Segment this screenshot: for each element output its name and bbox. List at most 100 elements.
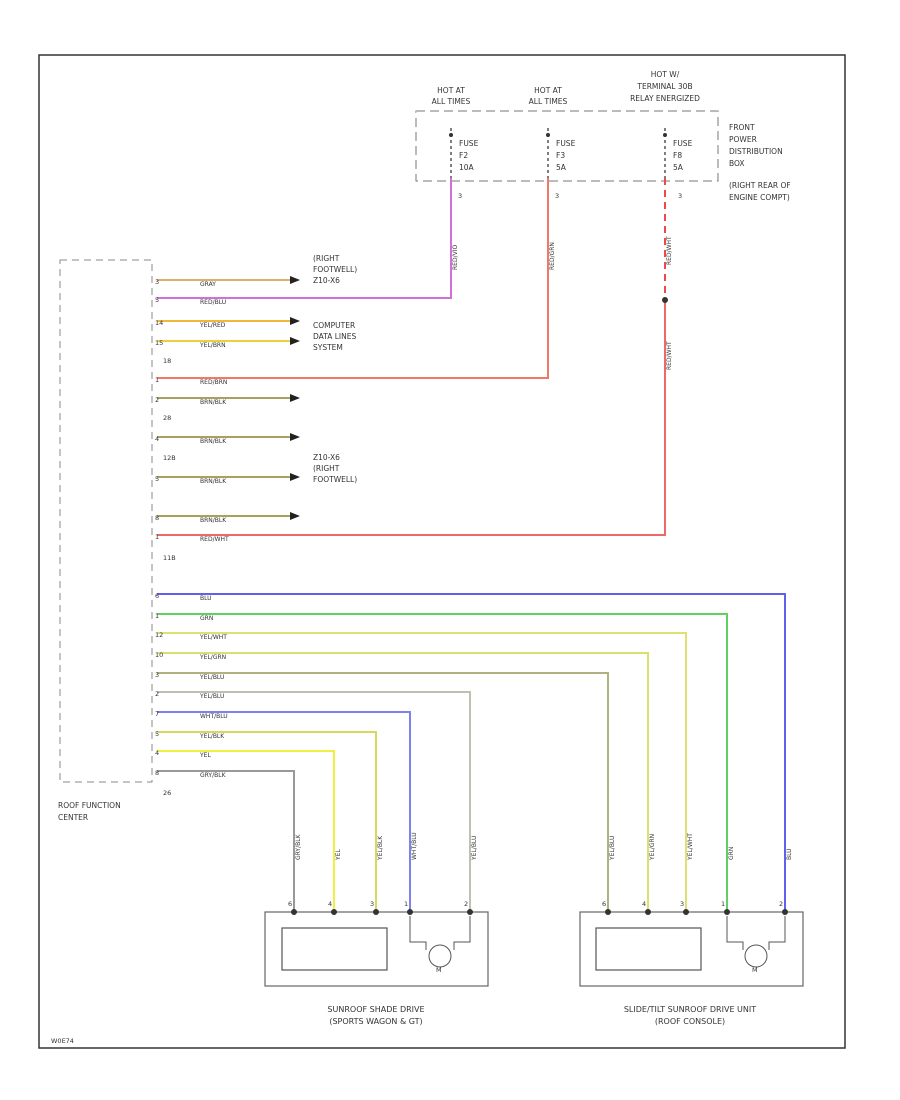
- fuse-f8-terminal: [663, 133, 667, 137]
- lower-wire-label: WHT/BLU: [200, 713, 228, 720]
- shade-pin: 3: [370, 900, 374, 908]
- upper-wire-label: BRN/BLK: [200, 478, 227, 485]
- roof-function-center: [59, 259, 153, 783]
- wire-yel-blk: [157, 731, 377, 912]
- lower-wire-label: YEL/BLK: [199, 733, 225, 740]
- shade-pin: 1: [404, 900, 408, 908]
- wire-red-wht-feed: [157, 300, 666, 536]
- lower-wire-label: YEL/WHT: [199, 634, 227, 641]
- ref-right-footwell-line2: FOOTWELL): [313, 265, 357, 274]
- upper-pin: 14: [155, 319, 163, 327]
- upper-pin: 3: [155, 278, 159, 286]
- wire-yel-grn: [157, 652, 649, 912]
- tilt-pin: 3: [680, 900, 684, 908]
- ref-right-footwell-line1: (RIGHT: [313, 254, 340, 263]
- ref-computer-data-line2: DATA LINES: [313, 332, 356, 341]
- tilt-wire-label: YEL/GRN: [649, 834, 656, 861]
- upper-pin: 5: [155, 475, 159, 483]
- shade-wire-label: WHT/BLU: [411, 832, 418, 860]
- wire-blu: [157, 593, 786, 912]
- tilt-drive-motor: [744, 944, 768, 968]
- upper-pin: 15: [155, 339, 163, 347]
- hot-label-2-line1: HOT AT: [534, 86, 562, 95]
- tilt-drive-motor-circuit-2: [768, 916, 786, 950]
- fuse-f3-pin: 3: [555, 192, 559, 200]
- shade-pin: 6: [288, 900, 292, 908]
- shade-drive-wire-labels: GRY/BLK YEL YEL/BLK WHT/BLU YEL/BLU: [295, 832, 478, 861]
- hot-label-3-line1: HOT W/: [651, 70, 680, 79]
- tilt-drive-name-line1: SLIDE/TILT SUNROOF DRIVE UNIT: [624, 1005, 756, 1014]
- upper-wire-label: BRN/BLK: [200, 517, 227, 524]
- shade-wire-label: GRY/BLK: [295, 833, 302, 860]
- lower-bus-wires: [157, 593, 786, 912]
- upper-wire-label: BRN/BLK: [200, 399, 227, 406]
- lower-pin: 4: [155, 749, 159, 757]
- ref-z10-x6-line2: (RIGHT: [313, 464, 340, 473]
- sunroof-shade-drive: M 6 4 3 1 2 SUNROOF SHADE DRIVE (SPORTS …: [264, 900, 489, 1026]
- connector-id: 26: [163, 789, 171, 797]
- tilt-terminal: [645, 909, 651, 915]
- shade-drive-motor-label: M: [436, 966, 442, 974]
- lower-pin: 3: [155, 671, 159, 679]
- lower-wire-label: GRN: [200, 615, 213, 622]
- fuse-box-name-line3: DISTRIBUTION: [729, 147, 783, 156]
- arrow-computer-data-2: [290, 337, 300, 345]
- shade-terminal: [331, 909, 337, 915]
- lower-wire-label: YEL/GRN: [199, 654, 226, 661]
- splice-point: [662, 297, 668, 303]
- tilt-pin: 6: [602, 900, 606, 908]
- connector-id: 18: [163, 357, 171, 365]
- upper-pin: 1: [155, 376, 159, 384]
- hot-label-1-line1: HOT AT: [437, 86, 465, 95]
- fuse-box-name-line4: BOX: [729, 159, 745, 168]
- upper-pin: 4: [155, 435, 159, 443]
- slide-tilt-sunroof-drive: M 6 4 3 1 2 SLIDE/TILT SUNROOF DRIVE UNI…: [579, 900, 804, 1026]
- vertical-wire-label-red-wht-lower: RED/WHT: [666, 341, 673, 370]
- shade-terminal: [467, 909, 473, 915]
- wire-yel-blu-shade: [157, 691, 471, 912]
- vertical-wire-label-red-wht-upper: RED/WHT: [666, 236, 673, 265]
- wire-grn: [157, 613, 728, 912]
- lower-pin: 8: [155, 769, 159, 777]
- arrow-right-footwell: [290, 276, 300, 284]
- fuse-box-name-line6: ENGINE COMPT): [729, 193, 790, 202]
- fuse-f2: FUSE F2 10A 3: [449, 128, 479, 200]
- lower-wire-labels: 6 BLU 1 GRN 12 YEL/WHT 10 YEL/GRN 3 YEL/…: [155, 592, 228, 779]
- tilt-drive-motor-label: M: [752, 966, 758, 974]
- lower-pin: 12: [155, 631, 163, 639]
- lower-wire-label: GRY/BLK: [200, 772, 227, 779]
- lower-pin: 10: [155, 651, 163, 659]
- shade-drive-module: [281, 927, 388, 971]
- lower-wire-label: YEL/BLU: [199, 693, 224, 700]
- wire-yel-blu-tilt: [157, 672, 609, 912]
- upper-wire-label: GRAY: [200, 281, 216, 288]
- ref-computer-data-line1: COMPUTER: [313, 321, 355, 330]
- tilt-wire-label: BLU: [786, 848, 793, 860]
- tilt-wire-label: YEL/BLU: [609, 836, 616, 861]
- fuse-box-name-line5: (RIGHT REAR OF: [729, 181, 791, 190]
- ref-computer-data-line3: SYSTEM: [313, 343, 343, 352]
- fuse-f8-pin: 3: [678, 192, 682, 200]
- fuse-feed-wires: [157, 178, 666, 536]
- diagram-frame: [38, 54, 846, 1049]
- fuse-f2-amperage: 10A: [459, 163, 475, 172]
- shade-wire-label: YEL/BLK: [377, 835, 384, 861]
- fuse-f3-label: FUSE: [556, 139, 576, 148]
- tilt-wire-label: YEL/WHT: [687, 833, 694, 861]
- lower-pin: 7: [155, 710, 159, 718]
- fuse-f8-amperage: 5A: [673, 163, 684, 172]
- fuse-f2-number: F2: [459, 151, 468, 160]
- arrow-computer-data-1: [290, 317, 300, 325]
- hot-label-3-line2: TERMINAL 30B: [636, 82, 692, 91]
- tilt-drive-terminals: [605, 909, 788, 915]
- shade-pin: 2: [464, 900, 468, 908]
- wire-red-vio-feed: [157, 178, 452, 299]
- fuse-f2-terminal: [449, 133, 453, 137]
- tilt-terminal: [605, 909, 611, 915]
- fuse-f3-terminal: [546, 133, 550, 137]
- upper-wire-label: RED/BLU: [200, 299, 226, 306]
- fuse-f3-number: F3: [556, 151, 565, 160]
- arrow-ground-2: [290, 433, 300, 441]
- shade-pin: 4: [328, 900, 332, 908]
- fuse-box-outline: [415, 110, 719, 182]
